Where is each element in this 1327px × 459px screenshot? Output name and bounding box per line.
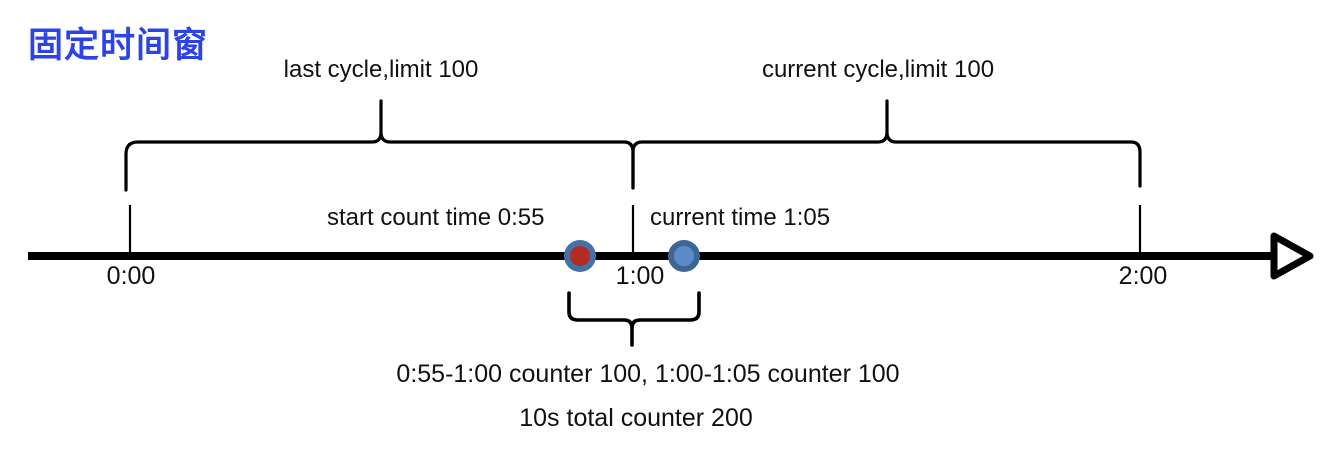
label-last-cycle: last cycle,limit 100 [283, 56, 479, 83]
brace-last-cycle [124, 99, 635, 192]
brace-current-cycle [631, 99, 1142, 190]
label-current-time: current time 1:05 [650, 204, 831, 231]
label-current-cycle: current cycle,limit 100 [761, 56, 995, 83]
arrow-right-triangle-icon [1270, 232, 1314, 280]
current-time-marker-core [674, 246, 694, 266]
page-title: 固定时间窗 [28, 26, 209, 65]
summary-line-counters: 0:55-1:00 counter 100, 1:00-1:05 counter… [396, 360, 900, 388]
brace-ten-second-window [567, 291, 701, 347]
summary-line-total: 10s total counter 200 [519, 404, 753, 432]
axis-tick-label-1-00: 1:00 [615, 262, 665, 290]
axis-tick-label-0-00: 0:00 [106, 262, 156, 290]
start-count-marker-core [570, 246, 590, 266]
axis-tick-label-2-00: 2:00 [1118, 262, 1168, 290]
label-start-count-time: start count time 0:55 [327, 204, 545, 231]
